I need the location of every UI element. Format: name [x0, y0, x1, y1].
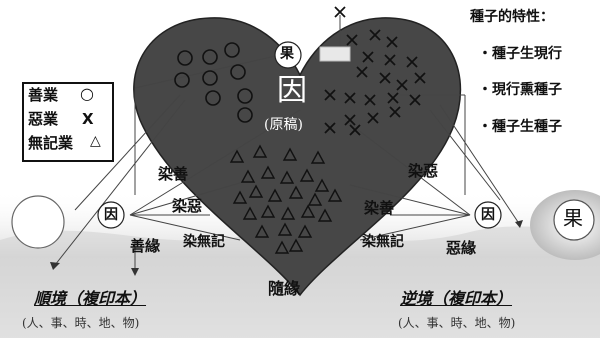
property-item-2: ‧現行熏種子: [478, 82, 562, 98]
triangle-mark: [260, 165, 276, 179]
left-big-circle: [11, 195, 65, 249]
x-mark: [349, 124, 361, 136]
x-mark: [356, 66, 368, 78]
triangle-mark: [288, 185, 304, 199]
triangle-mark: [300, 204, 316, 218]
heart-cause-label: 因: [277, 73, 307, 108]
x-mark: [369, 29, 381, 41]
neutral-karma-seeds: [229, 144, 343, 254]
right-neutral: 染無記: [362, 234, 404, 250]
x-mark: [344, 114, 356, 126]
left-cause-label: 因: [104, 207, 118, 223]
triangle-mark: [327, 188, 343, 202]
right-cause-label: 因: [481, 207, 495, 223]
seed-highlight: [319, 46, 351, 62]
legend-neutral-symbol: △: [90, 133, 101, 149]
legend-good-symbol: ○: [80, 84, 94, 103]
right-environment: 逆境（複印本）: [400, 289, 513, 308]
right-condition: 惡緣: [446, 239, 477, 257]
right-environment-sub: (人、事、時、地、物): [398, 316, 516, 330]
x-mark: [324, 122, 336, 134]
triangle-mark: [254, 224, 270, 238]
triangle-mark: [267, 188, 283, 202]
left-environment-sub: (人、事、時、地、物): [22, 316, 140, 330]
triangle-mark: [310, 150, 326, 164]
x-mark: [364, 94, 376, 106]
arrow-heads: [50, 220, 523, 276]
property-item-1: ‧種子生現行: [478, 46, 562, 62]
left-neutral: 染無記: [183, 234, 225, 250]
legend-good-label: 善業: [28, 86, 59, 104]
left-condition: 善緣: [130, 237, 161, 255]
left-edge-upper: 染善: [158, 165, 189, 183]
x-mark: [346, 34, 358, 46]
triangle-mark: [307, 192, 323, 206]
heart-shape: [133, 17, 462, 297]
legend-box: [22, 82, 114, 162]
x-mark: [409, 94, 421, 106]
right-edge-lower: 染善: [364, 199, 395, 217]
triangle-mark: [229, 149, 245, 163]
x-mark: [387, 92, 399, 104]
triangle-mark: [277, 222, 293, 236]
x-mark: [386, 36, 398, 48]
good-karma-seeds: [174, 42, 253, 123]
heart-fruit-circle: [274, 41, 302, 69]
bad-karma-seeds: [324, 6, 426, 136]
x-mark: [406, 56, 418, 68]
heart-cause-sub: (原稿): [264, 117, 303, 133]
right-cause-circle: [474, 201, 502, 229]
legend-neutral-label: 無記業: [28, 134, 74, 152]
triangle-mark: [232, 190, 248, 204]
triangle-mark: [317, 208, 333, 222]
left-environment: 順境（複印本）: [34, 289, 147, 308]
x-mark: [379, 72, 391, 84]
right-edge-upper: 染惡: [408, 162, 439, 180]
triangle-mark: [240, 169, 256, 183]
triangle-mark: [242, 206, 258, 220]
x-mark: [384, 54, 396, 66]
triangle-mark: [299, 168, 315, 182]
x-mark: [362, 51, 374, 63]
x-mark: [334, 6, 346, 18]
triangle-mark: [297, 224, 313, 238]
bottom-condition-label: 隨緣: [268, 279, 301, 298]
triangle-mark: [288, 238, 304, 252]
right-fruit-label: 果: [563, 206, 583, 230]
properties-title: 種子的特性：: [470, 9, 554, 25]
triangle-mark: [282, 147, 298, 161]
legend-bad-label: 惡業: [28, 110, 59, 128]
left-edge-lower: 染惡: [172, 197, 203, 215]
x-mark: [344, 92, 356, 104]
triangle-mark: [314, 178, 330, 192]
triangle-mark: [274, 240, 290, 254]
x-mark: [324, 89, 336, 101]
connector-lines: [54, 15, 521, 268]
right-fruit-circle: [553, 199, 595, 241]
x-mark: [396, 79, 408, 91]
x-mark: [389, 106, 401, 118]
triangle-mark: [248, 184, 264, 198]
triangle-mark: [279, 170, 295, 184]
x-mark: [367, 112, 379, 124]
property-item-3: ‧種子生種子: [478, 119, 562, 135]
legend-bad-symbol: X: [82, 110, 94, 128]
x-mark: [414, 72, 426, 84]
left-cause-circle: [97, 201, 125, 229]
triangle-mark: [260, 204, 276, 218]
heart-fruit-label: 果: [280, 46, 294, 62]
triangle-mark: [280, 206, 296, 220]
triangle-mark: [252, 144, 268, 158]
